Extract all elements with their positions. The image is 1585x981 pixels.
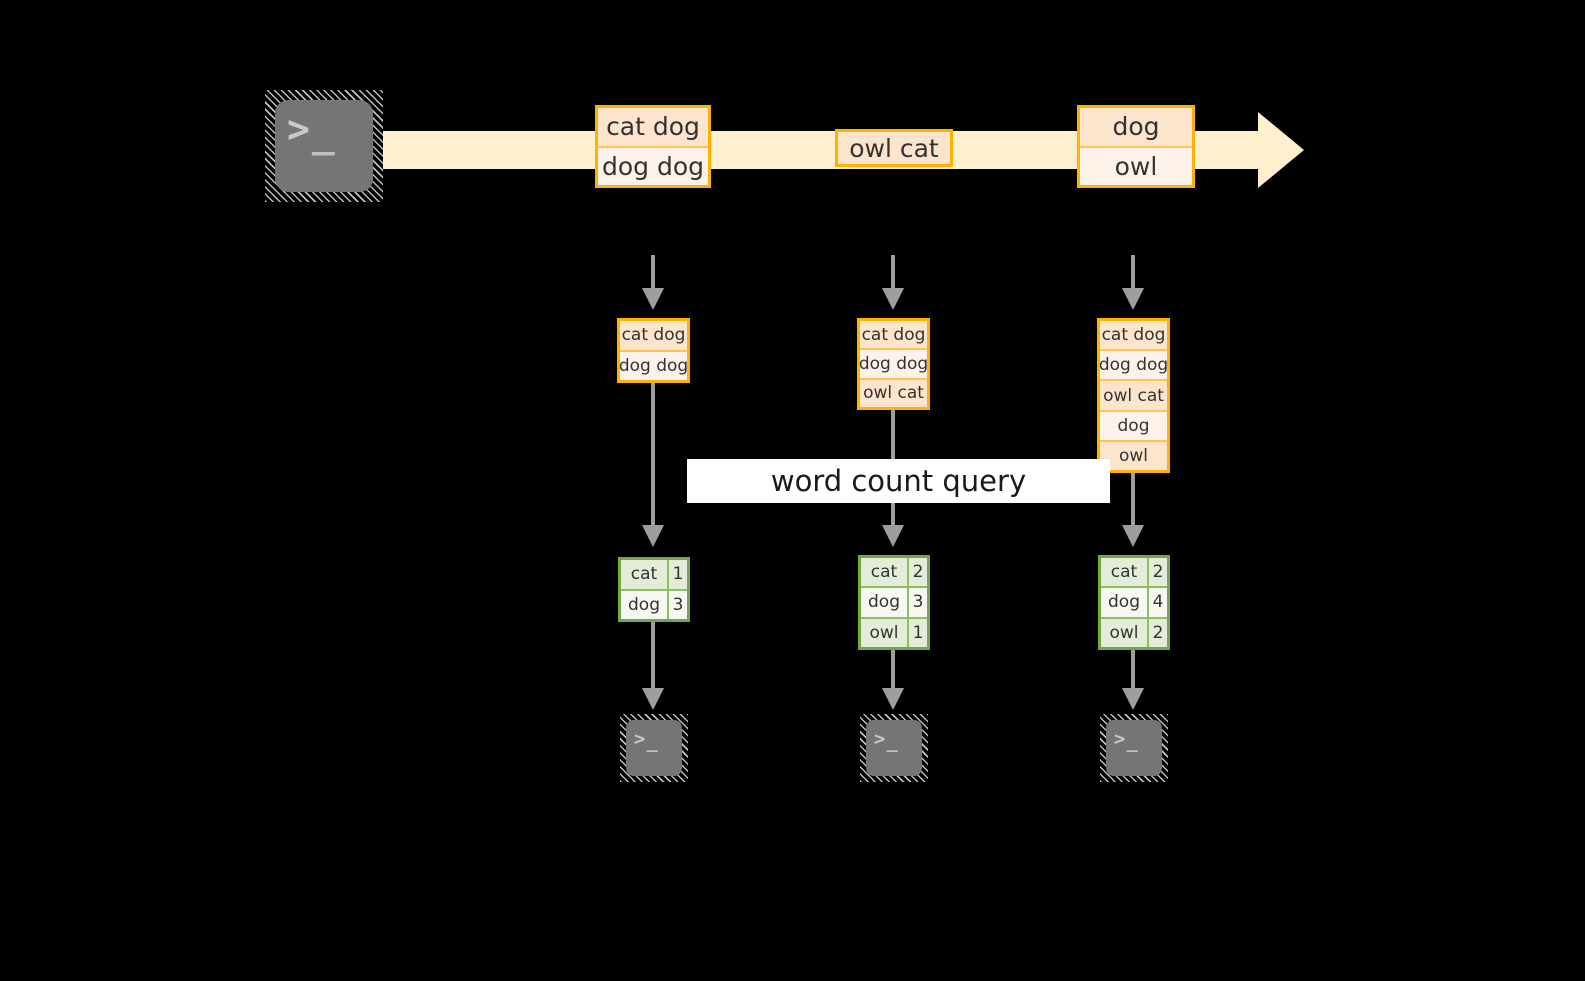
- result-to-sink-arrowhead: [1122, 688, 1144, 710]
- prompt-caret-icon: >: [1114, 728, 1127, 750]
- stream-to-snapshot-connector: [651, 255, 655, 295]
- snapshot-row: owl cat: [860, 377, 927, 407]
- table-snapshot-box[interactable]: cat dog dog dog owl cat: [857, 318, 930, 410]
- query-label-text: word count query: [770, 464, 1027, 498]
- stream-event-box[interactable]: dog owl: [1077, 105, 1195, 188]
- result-word-cell: dog: [1101, 588, 1147, 617]
- result-count-cell: 3: [907, 588, 927, 617]
- icon-face: [866, 720, 922, 776]
- snapshot-row: owl: [1100, 439, 1167, 471]
- snapshot-row: cat dog: [1100, 321, 1167, 350]
- result-word-cell: cat: [1101, 558, 1147, 587]
- result-row: cat 2: [1101, 558, 1167, 587]
- snapshot-to-result-connector: [651, 383, 655, 528]
- stream-event-line: owl cat: [838, 132, 950, 164]
- result-to-sink-connector: [891, 650, 895, 692]
- result-count-cell: 1: [907, 618, 927, 647]
- result-row: dog 3: [861, 586, 927, 617]
- result-to-sink-arrowhead: [882, 688, 904, 710]
- snapshot-row: cat dog: [860, 321, 927, 349]
- snapshot-row: dog dog: [619, 349, 688, 380]
- stream-to-snapshot-arrowhead: [1122, 288, 1144, 310]
- prompt-caret-icon: >: [634, 728, 647, 750]
- snapshot-row: dog: [1100, 409, 1167, 440]
- stream-event-line: owl: [1080, 145, 1192, 185]
- terminal-prompt-glyph: > _: [620, 714, 688, 782]
- result-count-cell: 2: [907, 558, 927, 587]
- result-word-cell: dog: [861, 588, 907, 617]
- result-table[interactable]: cat 1 dog 3: [618, 557, 690, 622]
- result-count-cell: 2: [1147, 558, 1167, 587]
- result-count-cell: 2: [1147, 618, 1167, 647]
- source-terminal-icon[interactable]: > _: [265, 90, 383, 202]
- event-stream-arrowhead: [1258, 112, 1304, 188]
- result-word-cell: dog: [621, 590, 667, 619]
- icon-face: [275, 100, 373, 192]
- snapshot-row: owl cat: [1100, 379, 1167, 410]
- prompt-caret-icon: >: [287, 107, 312, 151]
- result-count-cell: 3: [667, 590, 687, 619]
- stream-to-snapshot-connector: [1131, 255, 1135, 295]
- table-snapshot-box[interactable]: cat dog dog dog: [617, 318, 690, 383]
- result-row: dog 3: [621, 588, 687, 619]
- result-table[interactable]: cat 2 dog 4 owl 2: [1098, 555, 1170, 650]
- stream-to-snapshot-connector: [891, 255, 895, 295]
- result-word-cell: owl: [1101, 618, 1147, 647]
- terminal-prompt-glyph: > _: [860, 714, 928, 782]
- result-word-cell: cat: [621, 560, 667, 589]
- sink-terminal-icon[interactable]: > _: [620, 714, 688, 782]
- snapshot-row: cat dog: [620, 321, 687, 350]
- stream-event-box[interactable]: owl cat: [835, 129, 953, 167]
- terminal-prompt-glyph: > _: [265, 90, 383, 202]
- snapshot-to-result-arrowhead: [642, 525, 664, 547]
- sink-terminal-icon[interactable]: > _: [860, 714, 928, 782]
- prompt-underscore-icon: _: [886, 730, 899, 753]
- result-row: cat 1: [621, 560, 687, 589]
- result-row: dog 4: [1101, 586, 1167, 617]
- result-count-cell: 1: [667, 560, 687, 589]
- stream-event-line: cat dog: [598, 108, 708, 146]
- result-row: cat 2: [861, 558, 927, 587]
- stream-event-line: dog dog: [598, 145, 708, 185]
- prompt-underscore-icon: _: [646, 730, 659, 753]
- snapshot-to-result-arrowhead: [1122, 525, 1144, 547]
- prompt-underscore-icon: _: [311, 111, 337, 156]
- result-row: owl 1: [861, 616, 927, 647]
- result-to-sink-connector: [1131, 650, 1135, 692]
- result-to-sink-arrowhead: [642, 688, 664, 710]
- icon-face: [1106, 720, 1162, 776]
- result-to-sink-connector: [651, 622, 655, 692]
- result-row: owl 2: [1101, 616, 1167, 647]
- query-label: word count query: [687, 459, 1110, 503]
- result-word-cell: cat: [861, 558, 907, 587]
- sink-terminal-icon[interactable]: > _: [1100, 714, 1168, 782]
- snapshot-row: dog dog: [1099, 349, 1168, 380]
- prompt-caret-icon: >: [874, 728, 887, 750]
- stream-event-box[interactable]: cat dog dog dog: [595, 105, 711, 188]
- stream-to-snapshot-arrowhead: [882, 288, 904, 310]
- snapshot-to-result-connector: [1131, 472, 1135, 528]
- result-word-cell: owl: [861, 618, 907, 647]
- snapshot-row: dog dog: [859, 348, 928, 378]
- icon-face: [626, 720, 682, 776]
- table-snapshot-box[interactable]: cat dog dog dog owl cat dog owl: [1097, 318, 1170, 473]
- stream-to-snapshot-arrowhead: [642, 288, 664, 310]
- terminal-prompt-glyph: > _: [1100, 714, 1168, 782]
- snapshot-to-result-arrowhead: [882, 525, 904, 547]
- result-count-cell: 4: [1147, 588, 1167, 617]
- stream-event-line: dog: [1080, 108, 1192, 146]
- prompt-underscore-icon: _: [1126, 730, 1139, 753]
- result-table[interactable]: cat 2 dog 3 owl 1: [858, 555, 930, 650]
